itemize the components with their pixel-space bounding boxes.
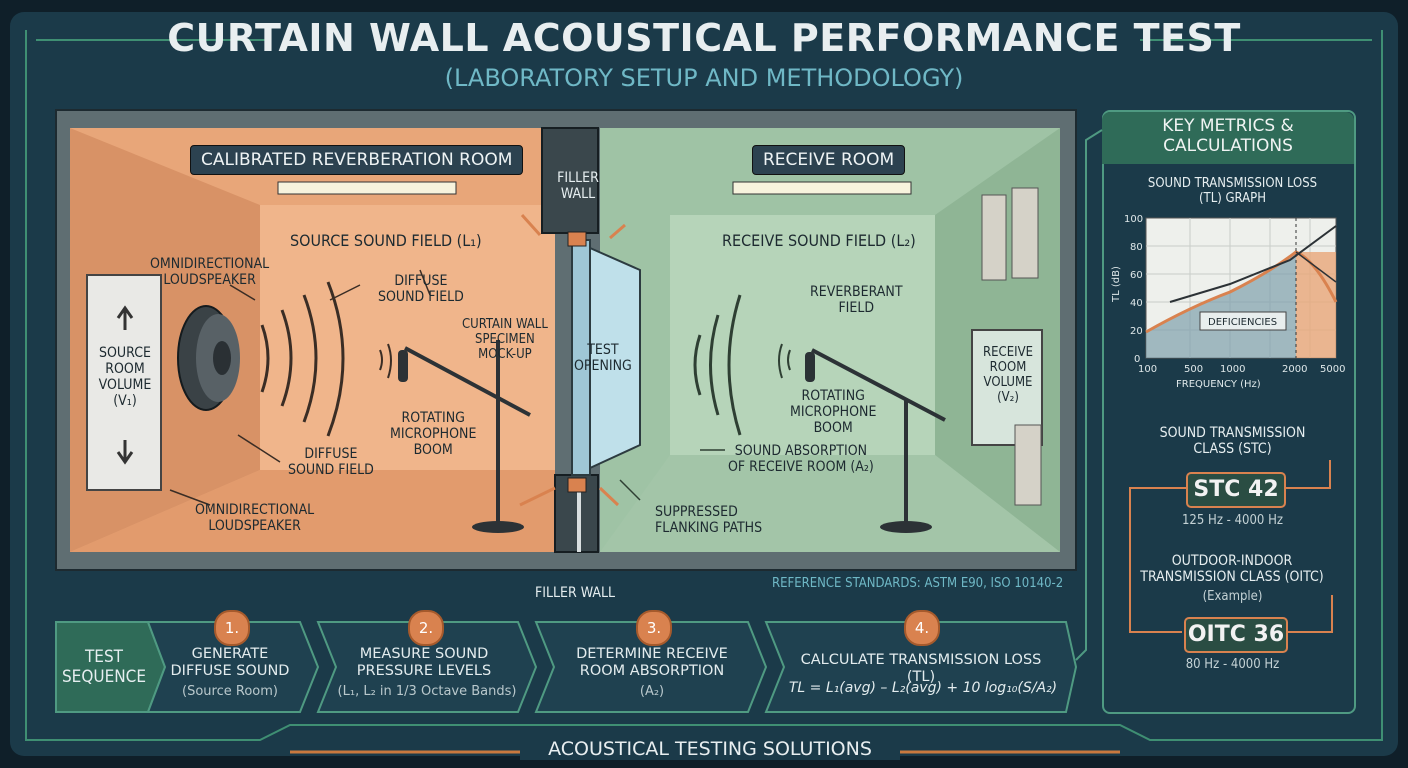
footer-brand: ACOUSTICAL TESTING SOLUTIONS (520, 738, 900, 760)
step-2-title: MEASURE SOUND PRESSURE LEVELS (356, 646, 492, 680)
y-tick-0: 0 (1134, 354, 1140, 365)
x-tick-100: 100 (1138, 364, 1157, 375)
reference-standards: REFERENCE STANDARDS: ASTM E90, ISO 10140… (772, 576, 1064, 591)
step-3-sub: (A₂) (639, 684, 665, 699)
diffuse-field-label-bottom: DIFFUSE SOUND FIELD (288, 446, 374, 479)
receive-volume-label: RECEIVE ROOM VOLUME (V₂) (983, 345, 1033, 405)
tl-graph: 100 80 60 40 20 0 100 500 1000 2000 5000… (1111, 214, 1345, 390)
source-volume-label: SOURCE ROOM VOLUME (V₁) (98, 345, 152, 410)
step-1-title: GENERATE DIFFUSE SOUND (170, 646, 290, 680)
oitc-note: (Example) (1202, 589, 1263, 604)
y-tick-60: 60 (1130, 270, 1143, 281)
stc-range: 125 Hz - 4000 Hz (1181, 513, 1284, 528)
oitc-label: OUTDOOR-INDOOR TRANSMISSION CLASS (OITC) (1140, 553, 1324, 586)
loudspeaker-label-bottom: OMNIDIRECTIONAL LOUDSPEAKER (195, 502, 315, 535)
graph-ylabel: TL (dB) (1111, 266, 1122, 303)
filler-wall-top-label: FILLER WALL (557, 170, 599, 203)
x-tick-1000: 1000 (1220, 364, 1245, 375)
step-4-number: 4. (904, 610, 940, 646)
page-subtitle: (LABORATORY SETUP AND METHODOLOGY) (444, 64, 964, 92)
source-mic-label: ROTATING MICROPHONE BOOM (390, 410, 477, 459)
loudspeaker-label-top: OMNIDIRECTIONAL LOUDSPEAKER (150, 256, 270, 289)
key-metrics-panel (1102, 110, 1356, 714)
reverberant-field-label: REVERBERANT FIELD (810, 284, 903, 317)
source-sound-field-label: SOURCE SOUND FIELD (L₁) (290, 231, 482, 250)
step-4-formula: TL = L₁(avg) – L₂(avg) + 10 log₁₀(S/A₂) (788, 680, 1058, 696)
test-sequence-label: TEST SEQUENCE (61, 647, 147, 687)
step-1-sub: (Source Room) (182, 684, 278, 699)
y-tick-100: 100 (1124, 214, 1143, 225)
diffuse-field-label-top: DIFFUSE SOUND FIELD (378, 273, 464, 306)
receive-sound-field-label: RECEIVE SOUND FIELD (L₂) (722, 231, 916, 250)
oitc-value: OITC 36 (1184, 617, 1288, 653)
x-tick-500: 500 (1184, 364, 1203, 375)
x-tick-2000: 2000 (1282, 364, 1307, 375)
step-3-title: DETERMINE RECEIVE ROOM ABSORPTION (576, 646, 728, 680)
y-tick-20: 20 (1130, 326, 1143, 337)
source-room-title: CALIBRATED REVERBERATION ROOM (190, 145, 524, 175)
step-2-number: 2. (408, 610, 444, 646)
stc-label: SOUND TRANSMISSION CLASS (STC) (1159, 425, 1306, 458)
page-title: CURTAIN WALL ACOUSTICAL PERFORMANCE TEST (167, 16, 1241, 60)
test-opening-label: TEST OPENING (574, 342, 632, 375)
oitc-range: 80 Hz - 4000 Hz (1185, 657, 1280, 672)
absorption-label: SOUND ABSORPTION OF RECEIVE ROOM (A₂) (728, 443, 874, 476)
receive-room-title: RECEIVE ROOM (752, 145, 906, 175)
deficiencies-label: DEFICIENCIES (1208, 317, 1277, 328)
y-tick-40: 40 (1130, 298, 1143, 309)
key-metrics-heading: KEY METRICS & CALCULATIONS (1102, 112, 1354, 164)
step-3-number: 3. (636, 610, 672, 646)
step-1-number: 1. (214, 610, 250, 646)
stc-value: STC 42 (1186, 472, 1286, 508)
graph-title: SOUND TRANSMISSION LOSS (TL) GRAPH (1147, 176, 1318, 206)
graph-xlabel: FREQUENCY (Hz) (1176, 379, 1261, 390)
x-tick-5000: 5000 (1320, 364, 1345, 375)
step-2-sub: (L₁, L₂ in 1/3 Octave Bands) (337, 684, 517, 699)
receive-mic-label: ROTATING MICROPHONE BOOM (790, 388, 877, 437)
y-tick-80: 80 (1130, 242, 1143, 253)
flanking-label: SUPPRESSED FLANKING PATHS (655, 504, 763, 537)
filler-wall-bottom-label: FILLER WALL (535, 585, 616, 601)
step-4-title: CALCULATE TRANSMISSION LOSS (TL) (800, 652, 1042, 686)
specimen-label: CURTAIN WALL SPECIMEN MOCK-UP (462, 317, 548, 362)
